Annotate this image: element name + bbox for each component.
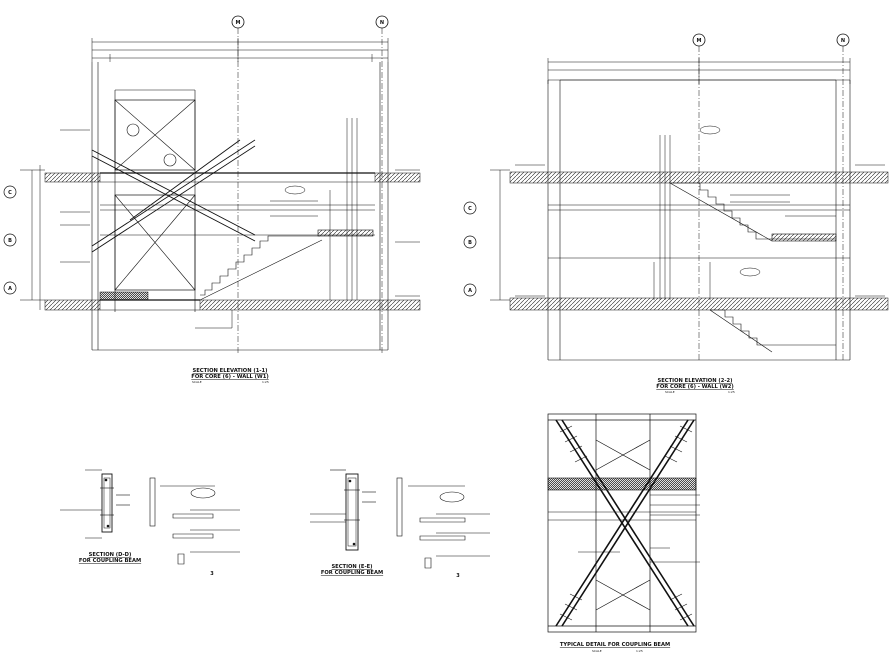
section-elevation-1-1: M N <box>3 15 421 384</box>
title-section-d: SECTION (D-D) FOR COUPLING BEAM <box>79 552 141 564</box>
slab-level-c-left <box>44 172 421 183</box>
stair-right-lower <box>709 309 836 353</box>
typical-frame <box>547 413 697 633</box>
svg-text:B: B <box>468 240 472 246</box>
title-typical-text: TYPICAL DETAIL FOR COUPLING BEAM <box>560 642 670 648</box>
diagonal-bars-left <box>91 139 256 253</box>
section-d-rebar-details <box>149 477 240 565</box>
column-rebar-left <box>329 118 358 300</box>
title-typical: TYPICAL DETAIL FOR COUPLING BEAM SCALE 1… <box>560 642 670 653</box>
grid-bubble-n-right: N <box>836 33 850 362</box>
typical-coupling-beam-detail: TYPICAL DETAIL FOR COUPLING BEAM SCALE 1… <box>547 413 700 653</box>
annotation-callouts-left <box>60 129 420 297</box>
svg-text:M: M <box>697 38 702 44</box>
section-d-number: 3 <box>210 571 214 577</box>
title-elevation-2-text: SECTION ELEVATION (2-2) <box>658 378 733 384</box>
svg-text:N: N <box>841 38 845 44</box>
title-section-e: SECTION (E-E) FOR COUPLING BEAM <box>321 564 383 576</box>
section-e-column <box>310 469 376 551</box>
svg-text:SCALE: SCALE <box>592 649 602 653</box>
svg-text:C: C <box>468 206 472 212</box>
svg-text:SCALE: SCALE <box>192 380 202 384</box>
title-section-d-sub: FOR COUPLING BEAM <box>79 558 141 564</box>
section-d-column <box>60 469 130 539</box>
slab-level-a-left <box>44 291 421 311</box>
level-bubbles-left: C B A <box>3 185 17 295</box>
typical-beam-band <box>547 477 697 521</box>
column-rebar-right <box>653 135 711 300</box>
svg-text:SCALE: SCALE <box>665 390 675 394</box>
stair-right-upper <box>669 182 836 242</box>
slab-level-c-right <box>509 171 889 184</box>
title-elevation-2-sub: FOR CORE (6) - WALL (W2) <box>656 384 733 390</box>
level-bubbles-right: C B A <box>463 201 477 297</box>
level-markers-left <box>20 165 45 310</box>
svg-text:1:25: 1:25 <box>636 649 643 653</box>
svg-text:A: A <box>8 286 12 292</box>
annotation-callouts-right <box>515 125 885 297</box>
top-dimensions-left <box>91 38 389 62</box>
typical-diagonal-bars <box>555 419 695 627</box>
svg-text:C: C <box>8 190 12 196</box>
title-elevation-1-sub: FOR CORE (6) - WALL (W1) <box>191 374 268 380</box>
title-elevation-1: SECTION ELEVATION (1-1) FOR CORE (6) - W… <box>191 368 269 384</box>
grid-bubble-m-right: M <box>692 33 706 362</box>
svg-text:B: B <box>8 238 12 244</box>
svg-text:A: A <box>468 288 472 294</box>
level-markers-right <box>490 169 510 301</box>
title-elevation-2: SECTION ELEVATION (2-2) FOR CORE (6) - W… <box>656 378 735 394</box>
title-section-e-text: SECTION (E-E) <box>331 564 372 570</box>
title-section-d-text: SECTION (D-D) <box>89 552 132 558</box>
svg-text:N: N <box>380 20 384 26</box>
title-elevation-1-text: SECTION ELEVATION (1-1) <box>193 368 268 374</box>
svg-text:M: M <box>236 20 241 26</box>
title-section-e-sub: FOR COUPLING BEAM <box>321 570 383 576</box>
slab-level-a-right <box>509 297 889 311</box>
section-e-number: 3 <box>456 573 460 579</box>
wall-outline-right <box>547 79 851 361</box>
section-e-rebar-details <box>396 477 490 569</box>
svg-text:1:25: 1:25 <box>728 390 735 394</box>
section-elevation-2-2: M N <box>463 33 889 394</box>
typical-ties <box>559 425 693 621</box>
section-d-d: 3 SECTION (D-D) FOR COUPLING BEAM <box>60 469 240 577</box>
beam-level-b-right <box>548 204 850 259</box>
foundation-left <box>92 310 388 351</box>
stair-left <box>199 235 323 301</box>
svg-text:1:25: 1:25 <box>262 380 269 384</box>
section-e-e: 3 SECTION (E-E) FOR COUPLING BEAM <box>310 469 490 579</box>
beam-level-b-left <box>100 204 375 237</box>
typical-leaders <box>578 494 700 563</box>
